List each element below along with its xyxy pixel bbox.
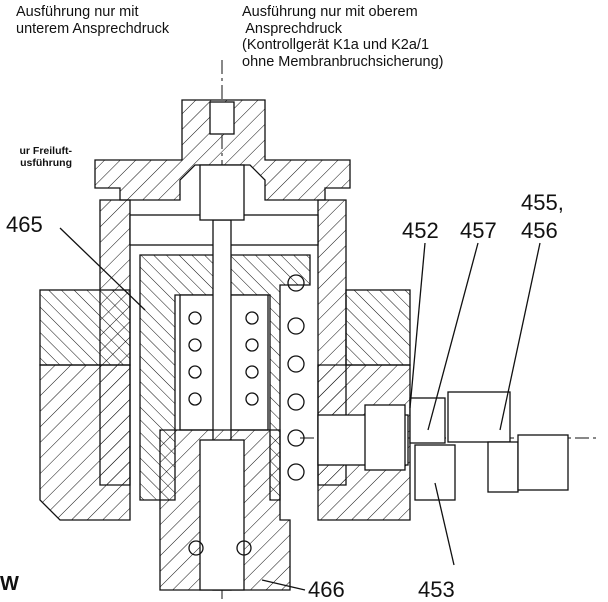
- top-cap: [94, 99, 351, 201]
- callout-452: 452: [402, 218, 439, 243]
- callout-457: 457: [460, 218, 497, 243]
- lower-note-line-1: Ausführung nur mit: [16, 4, 139, 20]
- stem-guide: [199, 164, 245, 221]
- fitting-456: [487, 441, 519, 493]
- body-block: [39, 364, 131, 521]
- callout-453: 453: [418, 577, 455, 602]
- corner-label: W: [0, 573, 19, 595]
- upper-pressure-note: Ausführung nur mit oberem Ansprechdruck …: [242, 4, 444, 71]
- callout-456: 456: [521, 218, 558, 243]
- upper-note-line-3: (Kontrollgerät K1a und K2a/1: [242, 37, 430, 54]
- callout-465: 465: [6, 212, 43, 237]
- leader-457: [427, 242, 479, 431]
- outer-spring: [287, 274, 305, 481]
- outdoor-note-line-1: ur Freiluft-: [19, 145, 73, 157]
- upper-note-line-2: Ansprechdruck: [242, 20, 342, 37]
- leader-466: [261, 579, 306, 591]
- lower-bore: [199, 439, 245, 591]
- inner-spring: [188, 311, 259, 406]
- fitting-453: [414, 444, 456, 501]
- leader-452: [409, 242, 426, 409]
- outlet-nut: [364, 404, 406, 471]
- lower-note-line-2: unterem Ansprechdruck: [16, 20, 170, 37]
- lower-pressure-note: Ausführung nur mit unterem Ansprechdruck: [16, 4, 169, 37]
- fitting-end: [517, 434, 569, 491]
- leader-465: [59, 227, 146, 311]
- leader-453: [434, 482, 455, 566]
- callout-455: 455,: [521, 190, 564, 215]
- outdoor-note: ur Freiluft- usführung: [0, 145, 73, 169]
- fitting-455: [447, 391, 511, 443]
- upper-note-line-4: ohne Membranbruchsicherung): [242, 54, 444, 71]
- left-flange: [39, 289, 131, 366]
- leader-456: [499, 242, 541, 431]
- upper-note-line-1: Ausführung nur mit oberem: [242, 4, 418, 20]
- outdoor-note-line-2: usführung: [20, 156, 72, 169]
- top-fitting: [209, 101, 235, 135]
- callout-466: 466: [308, 577, 345, 602]
- fitting-457: [409, 397, 446, 444]
- bearing-balls: [188, 540, 252, 556]
- right-flange: [345, 289, 411, 366]
